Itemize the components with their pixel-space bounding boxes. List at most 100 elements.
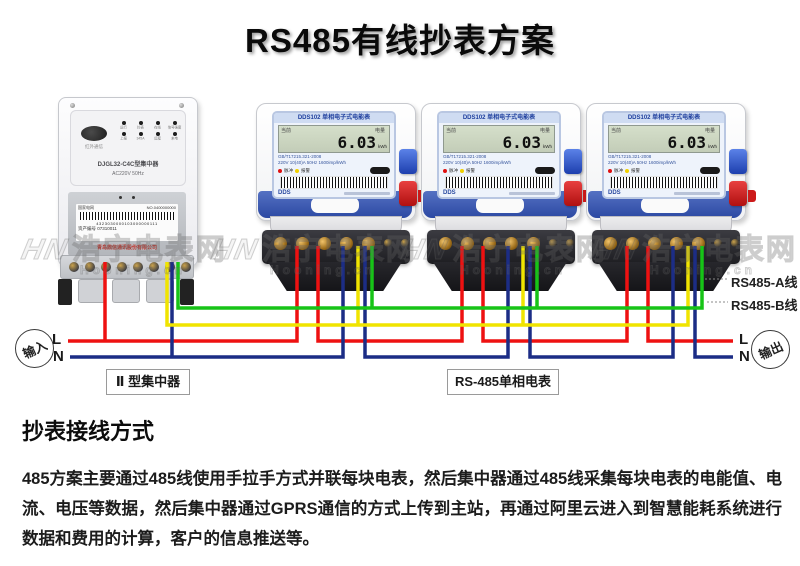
barcode-digits: 4323030000103000000111 — [96, 221, 158, 226]
rs485-b-label: RS485-B线 — [731, 298, 798, 313]
meter-footer-text-bar — [509, 191, 555, 195]
meter-3: DDS102 单相电子式电能表 当前 电量 6.03 kWh GB/T17215… — [586, 103, 758, 298]
terminal-screw — [461, 237, 474, 250]
led-icon — [172, 132, 177, 136]
concentrator-barcode — [80, 212, 174, 220]
grid-brand: 国家电网 — [78, 205, 94, 210]
lcd-value: 6.03 — [337, 133, 376, 152]
alarm-led-icon — [460, 168, 464, 173]
terminal-screw — [181, 262, 191, 272]
terminal-screw — [101, 262, 111, 272]
led-label: 在线 — [154, 125, 161, 130]
terminal-screw — [274, 237, 287, 250]
terminal-screw — [362, 237, 375, 250]
terminal-screw — [117, 262, 127, 272]
meter-panel: DDS102 单相电子式电能表 当前 电量 6.03 kWh GB/T17215… — [272, 111, 396, 199]
meter-caption: RS-485单相电表 — [447, 369, 559, 395]
lcd-value: 6.03 — [502, 133, 541, 152]
meter-1: DDS102 单相电子式电能表 当前 电量 6.03 kWh GB/T17215… — [256, 103, 428, 298]
meter-model-header: DDS102 单相电子式电能表 — [274, 113, 394, 123]
rs485-terminal-screw — [731, 239, 739, 247]
terminal-screw — [149, 262, 159, 272]
live-label-left: L — [52, 331, 62, 348]
concentrator-model: DJGL32-C4C型集中器 — [97, 162, 159, 168]
program-button — [535, 167, 555, 174]
led-label: 上报 — [120, 136, 127, 141]
watermark-logo: HN — [208, 233, 262, 266]
cover-block — [78, 279, 106, 303]
rs485-a-label: RS485-A线 — [731, 275, 798, 290]
lcd-label-left: 当前 — [446, 128, 457, 134]
concentrator-caption: Ⅱ 型集中器 — [106, 369, 190, 395]
display-button-red — [399, 181, 417, 206]
meter-terminal-cover — [598, 262, 732, 291]
concentrator: 红外通信 运行 抄表 在线 信号强度 上报 345A 远程 来电 DJGL32-… — [58, 97, 198, 312]
lcd-label-right: 电量 — [704, 128, 715, 134]
pulse-led-icon — [608, 168, 612, 173]
concentrator-power-rating: AC220V 50Hz — [112, 171, 144, 177]
meter-footer: DDS — [439, 190, 559, 196]
meter-barcode — [280, 176, 388, 189]
cover-end-block — [180, 279, 194, 305]
meter-spec-line2: 220V 10(40)A 50Hz 1600imp/kWh — [443, 160, 512, 165]
meter-logo: DDS — [608, 190, 621, 196]
pulse-led-label: 脉冲 — [449, 167, 458, 173]
meter-lcd: 当前 电量 6.03 kWh — [443, 125, 555, 153]
concentrator-panel: 红外通信 运行 抄表 在线 信号强度 上报 345A 远程 来电 DJGL32-… — [70, 110, 186, 186]
meter-spec-line1: GB/T17215.321-2008 — [608, 154, 652, 159]
meter-footer: DDS — [604, 190, 724, 196]
article-heading: 抄表接线方式 — [22, 419, 155, 444]
terminal-screw — [318, 237, 331, 250]
pulse-led-icon — [443, 168, 447, 173]
pulse-led-label: 脉冲 — [284, 167, 293, 173]
led-icon — [121, 132, 126, 136]
concentrator-nameplate: 国家电网 NO.0400000000 432303000010300000011… — [68, 192, 186, 256]
page-title: RS485有线抄表方案 — [245, 22, 555, 59]
terminal-screw — [527, 237, 540, 250]
output-badge: 输出 — [751, 330, 790, 369]
led-icon — [138, 121, 143, 125]
cover-end-block — [58, 279, 72, 305]
nameplate-label: 国家电网 NO.0400000000 432303000010300000011… — [76, 204, 178, 241]
led-label: 抄表 — [137, 125, 144, 130]
alarm-led-label: 报警 — [631, 167, 640, 173]
rs485-terminal-screw — [549, 239, 557, 247]
display-button-blue — [399, 149, 417, 174]
alarm-led-label: 报警 — [466, 167, 475, 173]
meter-terminal-block — [427, 230, 575, 264]
rs485-terminal-screw — [566, 239, 574, 247]
infrared-window-icon — [81, 126, 107, 141]
terminal-screw — [85, 262, 95, 272]
meter-barcode — [610, 176, 718, 189]
meter-terminal-block — [262, 230, 410, 264]
lcd-value: 6.03 — [667, 133, 706, 152]
meter-led-row: 脉冲 报警 — [604, 166, 724, 174]
article: 抄表接线方式 485方案主要通过485线使用手拉手方式并联每块电表，然后集中器通… — [22, 414, 782, 554]
article-body: 485方案主要通过485线使用手拉手方式并联每块电表，然后集中器通过485线采集… — [22, 470, 782, 548]
neutral-label-right: N — [739, 348, 750, 365]
led-icon — [138, 132, 143, 136]
led-label: 信号强度 — [167, 125, 182, 130]
terminal-screw — [165, 262, 175, 272]
terminal-screw — [133, 262, 143, 272]
led-icon — [155, 121, 160, 125]
terminal-screw — [604, 237, 617, 250]
meter-spec-line1: GB/T17215.321-2008 — [278, 154, 322, 159]
meter-seal-bump — [476, 197, 524, 213]
lcd-unit: kWh — [543, 144, 552, 149]
meter-spec-line1: GB/T17215.321-2008 — [443, 154, 487, 159]
meter-model-header: DDS102 单相电子式电能表 — [604, 113, 724, 123]
neutral-label-left: N — [53, 348, 64, 365]
terminal-screw — [483, 237, 496, 250]
infrared-label: 红外通信 — [85, 144, 103, 149]
concentrator-terminal-cover — [58, 279, 196, 307]
output-label: 输出 — [756, 339, 786, 363]
meter-lcd: 当前 电量 6.03 kWh — [278, 125, 390, 153]
cover-block — [112, 279, 140, 303]
meter-led-row: 脉冲 报警 — [274, 166, 394, 174]
meter-barcode — [445, 176, 553, 189]
input-badge: 输入 — [15, 329, 54, 368]
terminal-screw — [670, 237, 683, 250]
meter-spec-line2: 220V 10(40)A 50Hz 1600imp/kWh — [278, 160, 347, 165]
